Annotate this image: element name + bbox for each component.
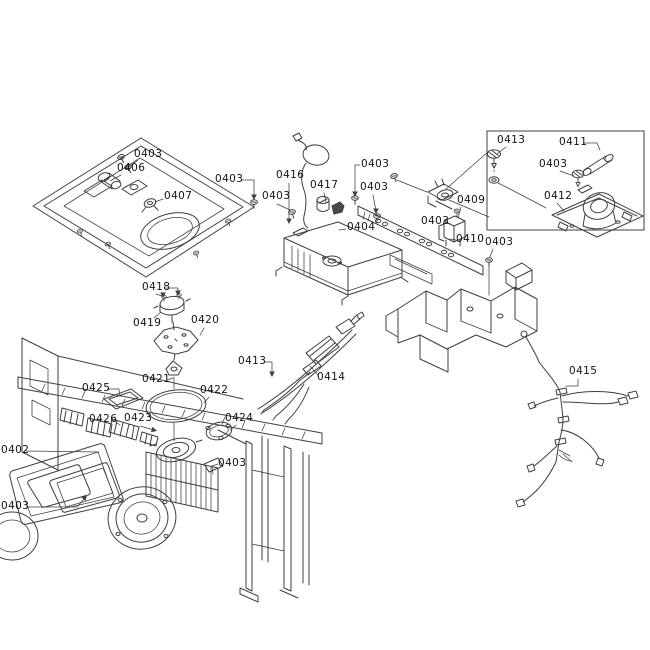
- part-label-0423: 0423: [124, 412, 153, 424]
- waveguide-box: [275, 221, 409, 306]
- antenna-cap: [316, 196, 345, 215]
- part-label-0403: 0403: [360, 181, 389, 193]
- part-label-0414: 0414: [317, 371, 346, 383]
- part-label-0403: 0403: [134, 148, 163, 160]
- part-label-0403: 0403: [1, 500, 30, 512]
- part-label-0416: 0416: [276, 169, 305, 181]
- part-label-0425: 0425: [82, 382, 111, 394]
- wiring-harness: [515, 330, 639, 508]
- sensor-cable: [292, 132, 330, 229]
- main-chassis: [0, 337, 323, 603]
- part-label-0403: 0403: [361, 158, 390, 170]
- door-assembly: [9, 443, 124, 525]
- part-label-0403: 0403: [215, 173, 244, 185]
- turntable-motor-stack: [153, 293, 199, 442]
- part-label-0424: 0424: [225, 412, 254, 424]
- part-label-0404: 0404: [347, 221, 376, 233]
- detail-inset-box: [486, 130, 645, 238]
- part-label-0403: 0403: [218, 457, 247, 469]
- leader-lines: [25, 142, 601, 508]
- part-label-0403: 0403: [485, 236, 514, 248]
- wire-bundle: [257, 311, 365, 425]
- part-label-0426: 0426: [89, 413, 118, 425]
- part-label-0415: 0415: [569, 365, 598, 377]
- part-label-0403: 0403: [262, 190, 291, 202]
- top-cover-panel: [32, 137, 258, 278]
- part-label-0410: 0410: [456, 233, 485, 245]
- part-label-0419: 0419: [133, 317, 162, 329]
- thermostat: [389, 150, 490, 218]
- glass-tray: [145, 389, 207, 423]
- part-label-0406: 0406: [117, 162, 146, 174]
- rear-support-rail: [357, 205, 484, 285]
- part-label-0422: 0422: [200, 384, 229, 396]
- part-label-0412: 0412: [544, 190, 573, 202]
- part-label-0421: 0421: [142, 373, 171, 385]
- fuse-holder: [438, 208, 466, 247]
- part-label-0411: 0411: [559, 136, 588, 148]
- part-label-0402: 0402: [1, 444, 30, 456]
- part-label-0409: 0409: [457, 194, 486, 206]
- air-duct: [385, 257, 538, 373]
- part-label-0417: 0417: [310, 179, 339, 191]
- part-label-0418: 0418: [142, 281, 171, 293]
- part-label-0413: 0413: [238, 355, 267, 367]
- part-label-0403: 0403: [539, 158, 568, 170]
- part-label-0413: 0413: [497, 134, 526, 146]
- part-label-0407: 0407: [164, 190, 193, 202]
- part-label-0420: 0420: [191, 314, 220, 326]
- part-label-0403: 0403: [421, 215, 450, 227]
